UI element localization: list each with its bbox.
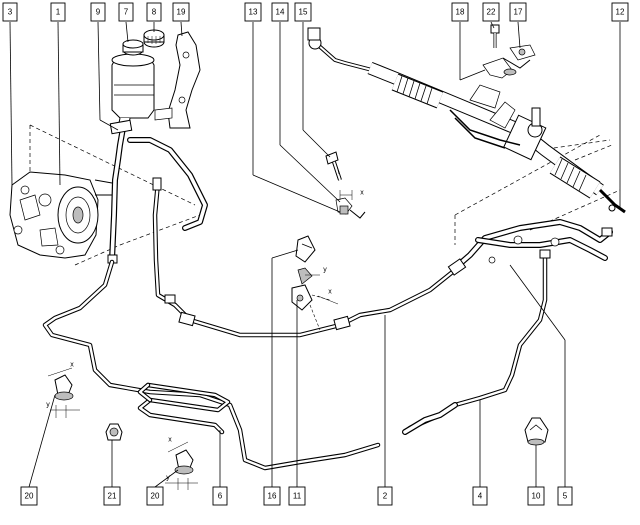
callout-5: 5 — [557, 486, 573, 506]
callout-21-label: 21 — [108, 492, 117, 501]
clip-21 — [105, 423, 123, 441]
callout-2-label: 2 — [383, 492, 388, 501]
callout-10: 10 — [527, 486, 545, 506]
return-hose-upper — [127, 137, 208, 231]
hose-reservoir-to-pump — [107, 119, 133, 264]
callout-10-label: 10 — [532, 492, 541, 501]
rack-feed-hoses — [447, 219, 613, 276]
callout-6-label: 6 — [218, 492, 223, 501]
callout-9: 9 — [90, 2, 106, 22]
callout-19: 19 — [172, 2, 190, 22]
callout-14: 14 — [271, 2, 289, 22]
callout-5-label: 5 — [563, 492, 568, 501]
dimension-y-label-20b: y — [166, 475, 170, 482]
dimension-y-label-20a: y — [46, 402, 50, 409]
pressure-hose-middle — [152, 177, 458, 338]
callout-16-label: 16 — [268, 492, 277, 501]
leader-lines — [9, 21, 621, 488]
callout-8-label: 8 — [152, 8, 157, 17]
callout-1: 1 — [50, 2, 66, 22]
callout-6: 6 — [212, 486, 228, 506]
callout-7-label: 7 — [124, 8, 129, 17]
clip-20-left: x y — [46, 362, 80, 418]
callout-22: 22 — [482, 2, 500, 22]
callout-13: 13 — [244, 2, 262, 22]
callout-15: 15 — [294, 2, 312, 22]
reservoir-cap — [143, 29, 165, 48]
callout-1-label: 1 — [56, 8, 61, 17]
reservoir-bracket — [154, 31, 201, 129]
callout-22-label: 22 — [487, 8, 496, 17]
callout-13-label: 13 — [249, 8, 258, 17]
fluid-reservoir — [111, 39, 155, 131]
callout-9-label: 9 — [96, 8, 101, 17]
dimension-x-label-14: x — [360, 190, 364, 197]
rack-clamp-assembly — [482, 24, 536, 79]
clip-10 — [524, 417, 549, 446]
return-hose-lower — [402, 249, 551, 435]
callout-18-label: 18 — [456, 8, 465, 17]
dimension-x-label-20a: x — [70, 362, 74, 369]
callout-4-label: 4 — [478, 492, 483, 501]
callout-15-label: 15 — [299, 8, 308, 17]
cooler-loops — [137, 382, 231, 435]
callout-21: 21 — [103, 486, 121, 506]
rack-boot-left — [391, 73, 444, 109]
clip-20-center: x y — [165, 437, 198, 490]
callout-20-left: 20 — [20, 486, 38, 506]
callout-18: 18 — [451, 2, 469, 22]
callout-19-label: 19 — [177, 8, 186, 17]
rack-boot-right — [549, 156, 601, 199]
callout-20-center: 20 — [146, 486, 164, 506]
callout-12: 12 — [611, 2, 629, 22]
callout-8: 8 — [146, 2, 162, 22]
callout-2: 2 — [377, 486, 393, 506]
callout-17: 17 — [509, 2, 527, 22]
callout-16: 16 — [263, 486, 281, 506]
callout-20b-label: 20 — [151, 492, 160, 501]
callout-4: 4 — [472, 486, 488, 506]
hose-clip-upper — [295, 235, 316, 285]
dimension-x-label-11: x — [328, 289, 332, 296]
callout-11: 11 — [288, 486, 306, 506]
callout-7: 7 — [118, 2, 134, 22]
callout-3: 3 — [2, 2, 18, 22]
dimension-x-label-20b: x — [168, 437, 172, 444]
power-steering-pump — [9, 171, 113, 259]
steering-rack — [307, 27, 626, 214]
callout-17-label: 17 — [514, 8, 523, 17]
dimension-y-label-16: y — [323, 267, 327, 274]
callout-12-label: 12 — [616, 8, 625, 17]
callout-14-label: 14 — [276, 8, 285, 17]
callout-3-label: 3 — [8, 8, 13, 17]
pressure-pipe-main — [42, 259, 381, 471]
callout-11-label: 11 — [293, 492, 302, 501]
callout-20a-label: 20 — [25, 492, 34, 501]
hose-clip-lower: y x — [291, 267, 339, 331]
